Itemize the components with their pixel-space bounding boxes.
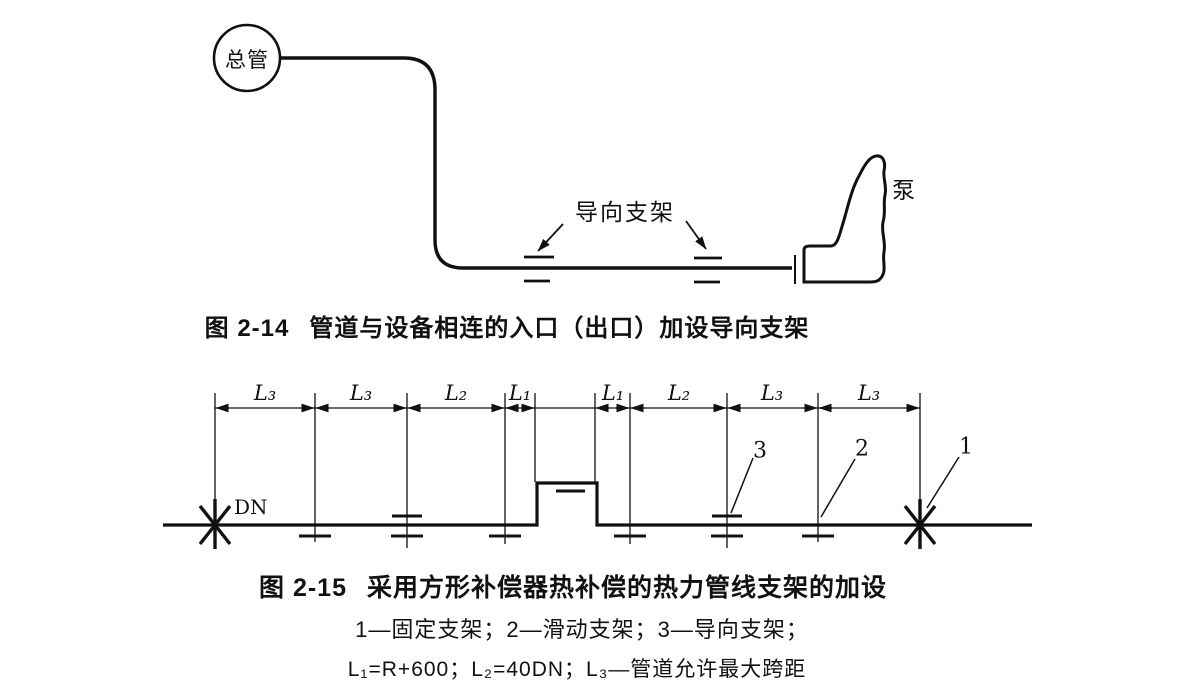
figure-2-15-caption-number: 图 2-15 xyxy=(259,574,347,602)
callout-leader xyxy=(730,456,960,518)
figure-2-14-drawing xyxy=(212,23,888,284)
callout-2-sliding-support: 2 xyxy=(855,436,869,462)
pump-label: 泵 xyxy=(892,177,915,203)
figure-2-15-drawing xyxy=(163,393,1032,549)
guide-support-symbol xyxy=(524,255,554,283)
leader-arrow xyxy=(537,220,707,252)
fixed-support-symbol xyxy=(903,499,937,549)
dim-label-L1: L₁ xyxy=(601,381,625,405)
guide-support-symbol xyxy=(391,514,743,538)
dim-label-L3: L₃ xyxy=(760,381,784,405)
guide-support-label: 导向支架 xyxy=(575,199,675,225)
pipe-diameter-label: DN xyxy=(234,495,268,519)
main-pipe-circle xyxy=(212,23,282,93)
fixed-support-symbol xyxy=(198,499,232,549)
dim-label-L3: L₃ xyxy=(253,381,277,405)
dim-label-L3: L₃ xyxy=(349,381,373,405)
figure-2-15-caption-title: 采用方形补偿器热补偿的热力管线支架的加设 xyxy=(366,574,887,602)
guide-support-symbol xyxy=(694,256,722,284)
figure-2-14-caption: 图 2-14 管道与设备相连的入口（出口）加设导向支架 xyxy=(205,308,810,343)
extension-lines xyxy=(214,393,921,548)
dim-label-L1: L₁ xyxy=(508,381,532,405)
legend-formulas: L₁=R+600；L₂=40DN；L₃—管道允许最大跨距 xyxy=(347,658,807,681)
pump-outline xyxy=(802,154,888,284)
pipe-run xyxy=(281,56,792,270)
legend-support-types: 1—固定支架；2—滑动支架；3—导向支架； xyxy=(355,617,809,642)
dim-label-L2: L₂ xyxy=(444,381,468,405)
figure-2-14-caption-title: 管道与设备相连的入口（出口）加设导向支架 xyxy=(309,315,810,342)
dim-label-L3: L₃ xyxy=(857,381,881,405)
dim-label-L2: L₂ xyxy=(667,381,691,405)
pipeline-with-compensator xyxy=(163,481,1032,527)
callout-3-guide-support: 3 xyxy=(753,438,767,464)
main-pipe-label: 总管 xyxy=(225,49,269,72)
figure-2-15-caption: 图 2-15 采用方形补偿器热补偿的热力管线支架的加设 xyxy=(259,568,887,604)
callout-1-fixed-support: 1 xyxy=(959,434,973,460)
figure-2-14-caption-number: 图 2-14 xyxy=(204,315,290,342)
